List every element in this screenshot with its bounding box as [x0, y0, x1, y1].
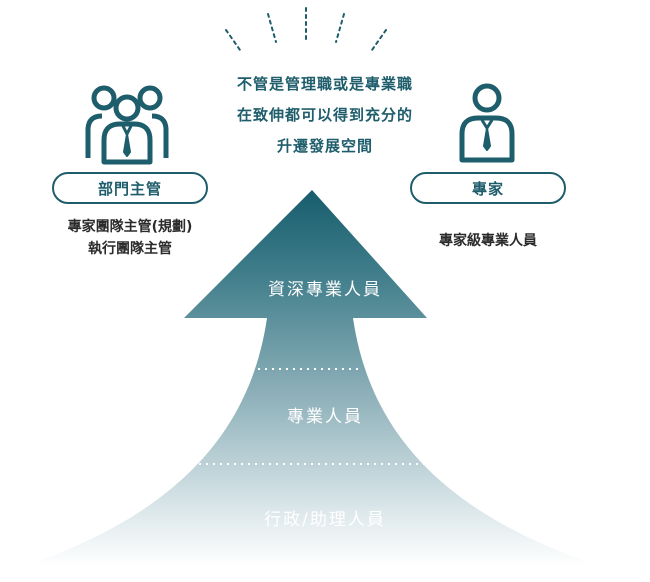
headline-line-2: 在致伸都可以得到充分的 [236, 106, 413, 124]
group-people-icon [85, 85, 169, 165]
sparkle-ray [335, 13, 345, 43]
sparkle-ray [267, 13, 277, 43]
arrow-body [24, 190, 600, 566]
sparkle-ray [371, 29, 387, 51]
manager-desc-2: 執行團隊主管 [88, 241, 172, 257]
tier-senior-professional: 資深專業人員 [268, 280, 382, 300]
person-tie-icon [459, 83, 515, 163]
manager-desc-1: 專家團隊主管(規劃) [67, 219, 193, 235]
manager-pill: 部門主管 [52, 172, 208, 204]
expert-title: 專家 [471, 179, 504, 198]
expert-desc-1: 專家級專業人員 [439, 233, 537, 249]
expert-pill: 專家 [410, 172, 566, 204]
sparkle-ray [225, 29, 241, 51]
tier-admin-assistant: 行政/助理人員 [264, 510, 386, 530]
headline-line-3: 升遷發展空間 [276, 137, 373, 155]
headline-line-1: 不管是管理職或是專業職 [236, 75, 413, 93]
manager-title: 部門主管 [97, 179, 162, 198]
tier-professional: 專業人員 [287, 407, 363, 427]
sparkle-rays [225, 7, 387, 51]
